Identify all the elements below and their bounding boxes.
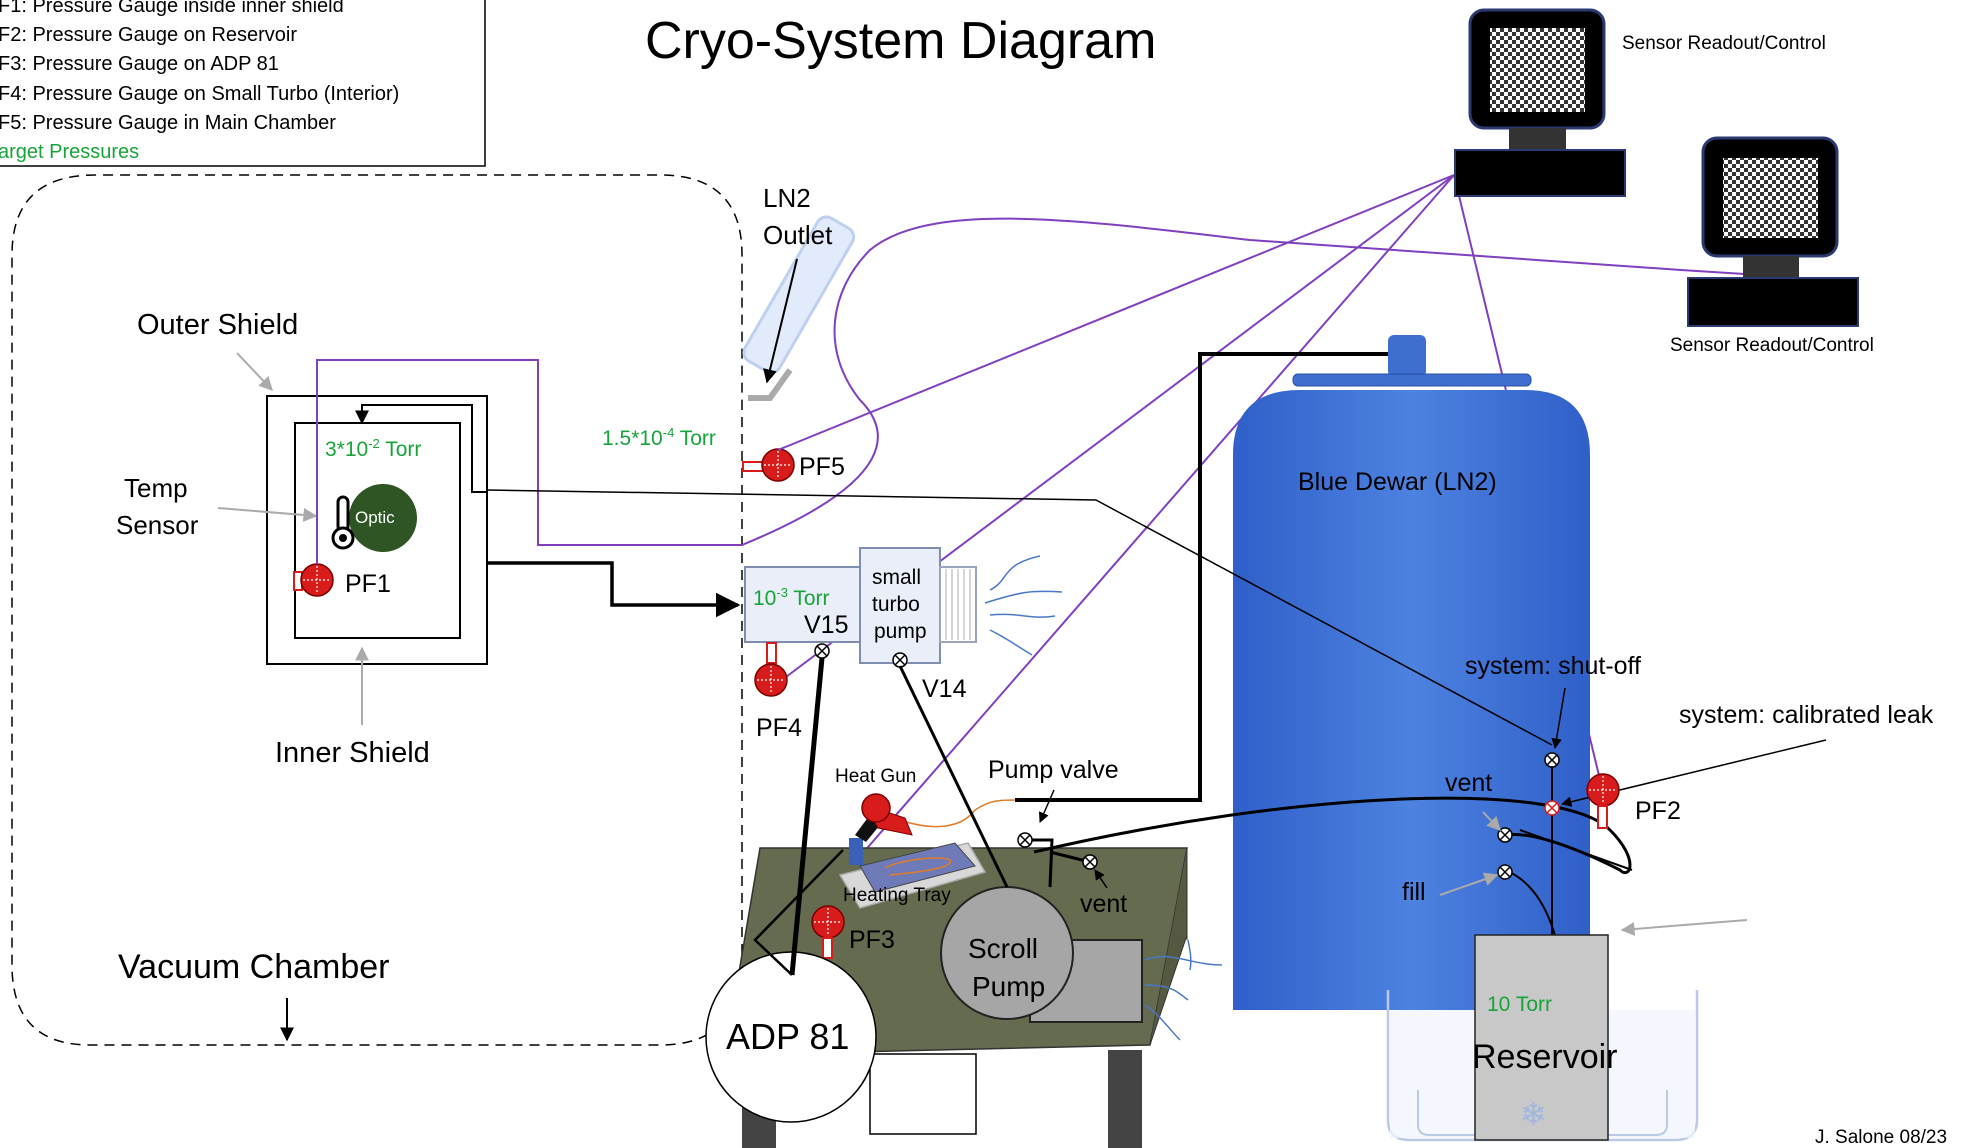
ln2-outlet-label-2: Outlet xyxy=(763,220,833,250)
reservoir xyxy=(1474,934,1609,1141)
exhaust-icon xyxy=(984,555,1063,656)
scroll-pump-label-2: Pump xyxy=(972,971,1045,1002)
sensor-readout-label-2: Sensor Readout/Control xyxy=(1670,335,1874,356)
calibrated-leak-valve-icon xyxy=(1544,800,1560,816)
fill-label: fill xyxy=(1402,878,1426,906)
sensor-readout-2 xyxy=(1687,136,1859,327)
pump-valve-icon xyxy=(1017,832,1033,848)
author-signature: J. Salone 08/23 xyxy=(1815,1127,1947,1148)
pf2-gauge-icon xyxy=(1586,773,1620,829)
adp81-label: ADP 81 xyxy=(726,1016,849,1057)
temp-sensor-label-1: Temp xyxy=(124,473,188,503)
sensor-cable-loop xyxy=(741,217,1761,546)
pf1-gauge-icon xyxy=(293,563,334,597)
temp-sensor-label-2: Sensor xyxy=(116,510,199,540)
small-turbo-pressure: 10-3 Torr xyxy=(753,585,830,610)
page-title: Cryo-System Diagram xyxy=(645,12,1156,70)
legend-item-f4: F4: Pressure Gauge on Small Turbo (Inter… xyxy=(0,83,399,105)
legend-target-note: arget Pressures xyxy=(0,141,139,163)
pump-valve-label: Pump valve xyxy=(988,756,1119,784)
legend-item-f1: F1: Pressure Gauge inside inner shield xyxy=(0,0,344,17)
fill-valve-icon xyxy=(1497,864,1513,880)
heat-gun-icon xyxy=(849,793,913,865)
inner-shield-pressure: 3*10-2 Torr xyxy=(325,436,421,461)
v15-valve-icon xyxy=(814,643,830,659)
small-turbo-label-1: small xyxy=(872,566,921,589)
legend-item-f5: F5: Pressure Gauge in Main Chamber xyxy=(0,112,336,134)
reservoir-label: Reservoir xyxy=(1472,1038,1617,1076)
pf3-label: PF3 xyxy=(849,926,895,954)
blue-dewar xyxy=(1233,390,1590,1010)
pf1-label: PF1 xyxy=(345,570,391,598)
system-cal-leak-label: system: calibrated leak xyxy=(1679,701,1934,729)
legend-box: F1: Pressure Gauge inside inner shield F… xyxy=(0,0,486,167)
pf5-label: PF5 xyxy=(799,453,845,481)
ln2-outlet-label-1: LN2 xyxy=(763,183,811,213)
vent-valve-upper-icon xyxy=(1497,827,1513,843)
optic-label: Optic xyxy=(355,508,395,527)
dewar-cap xyxy=(1388,335,1426,377)
vent-label-lower: vent xyxy=(1080,890,1127,918)
small-turbo-pump xyxy=(859,547,941,664)
v14-label: V14 xyxy=(922,675,967,703)
ln2-outlet-tube xyxy=(742,215,856,374)
legend-item-f2: F2: Pressure Gauge on Reservoir xyxy=(0,24,297,46)
adp81-pump xyxy=(705,951,877,1123)
shutoff-valve-icon xyxy=(1544,752,1560,768)
snowflake-icon: ❄ xyxy=(1520,1096,1547,1132)
pf4-label: PF4 xyxy=(756,714,802,742)
thermometer-icon xyxy=(331,495,355,550)
pf4-gauge-icon xyxy=(754,642,788,697)
pf5-gauge-icon xyxy=(742,448,795,482)
vacuum-chamber-label: Vacuum Chamber xyxy=(118,948,390,986)
sensor-cable-shield xyxy=(316,359,742,564)
inner-shield-label: Inner Shield xyxy=(275,737,430,769)
sensor-readout-label-1: Sensor Readout/Control xyxy=(1622,33,1826,54)
scroll-pump-label-1: Scroll xyxy=(968,933,1038,964)
heating-tray-label: Heating Tray xyxy=(843,885,951,906)
blue-dewar-label: Blue Dewar (LN2) xyxy=(1298,468,1497,496)
pf2-label: PF2 xyxy=(1635,797,1681,825)
vent-valve-icon xyxy=(1082,854,1098,870)
optic xyxy=(349,484,417,552)
vent-label-upper: vent xyxy=(1445,769,1492,797)
outer-shield-label: Outer Shield xyxy=(137,309,298,341)
small-turbo-label-2: turbo xyxy=(872,593,920,616)
v14-valve-icon xyxy=(892,652,908,668)
reservoir-pressure: 10 Torr xyxy=(1487,993,1552,1016)
v15-label: V15 xyxy=(804,611,848,639)
system-shutoff-label: system: shut-off xyxy=(1465,652,1641,680)
heat-gun-label: Heat Gun xyxy=(835,766,916,787)
small-turbo-label-3: pump xyxy=(874,620,927,643)
main-chamber-pressure: 1.5*10-4 Torr xyxy=(602,425,716,450)
legend-item-f3: F3: Pressure Gauge on ADP 81 xyxy=(0,53,279,75)
pf3-gauge-icon xyxy=(811,905,845,959)
sensor-readout-1 xyxy=(1454,8,1626,197)
